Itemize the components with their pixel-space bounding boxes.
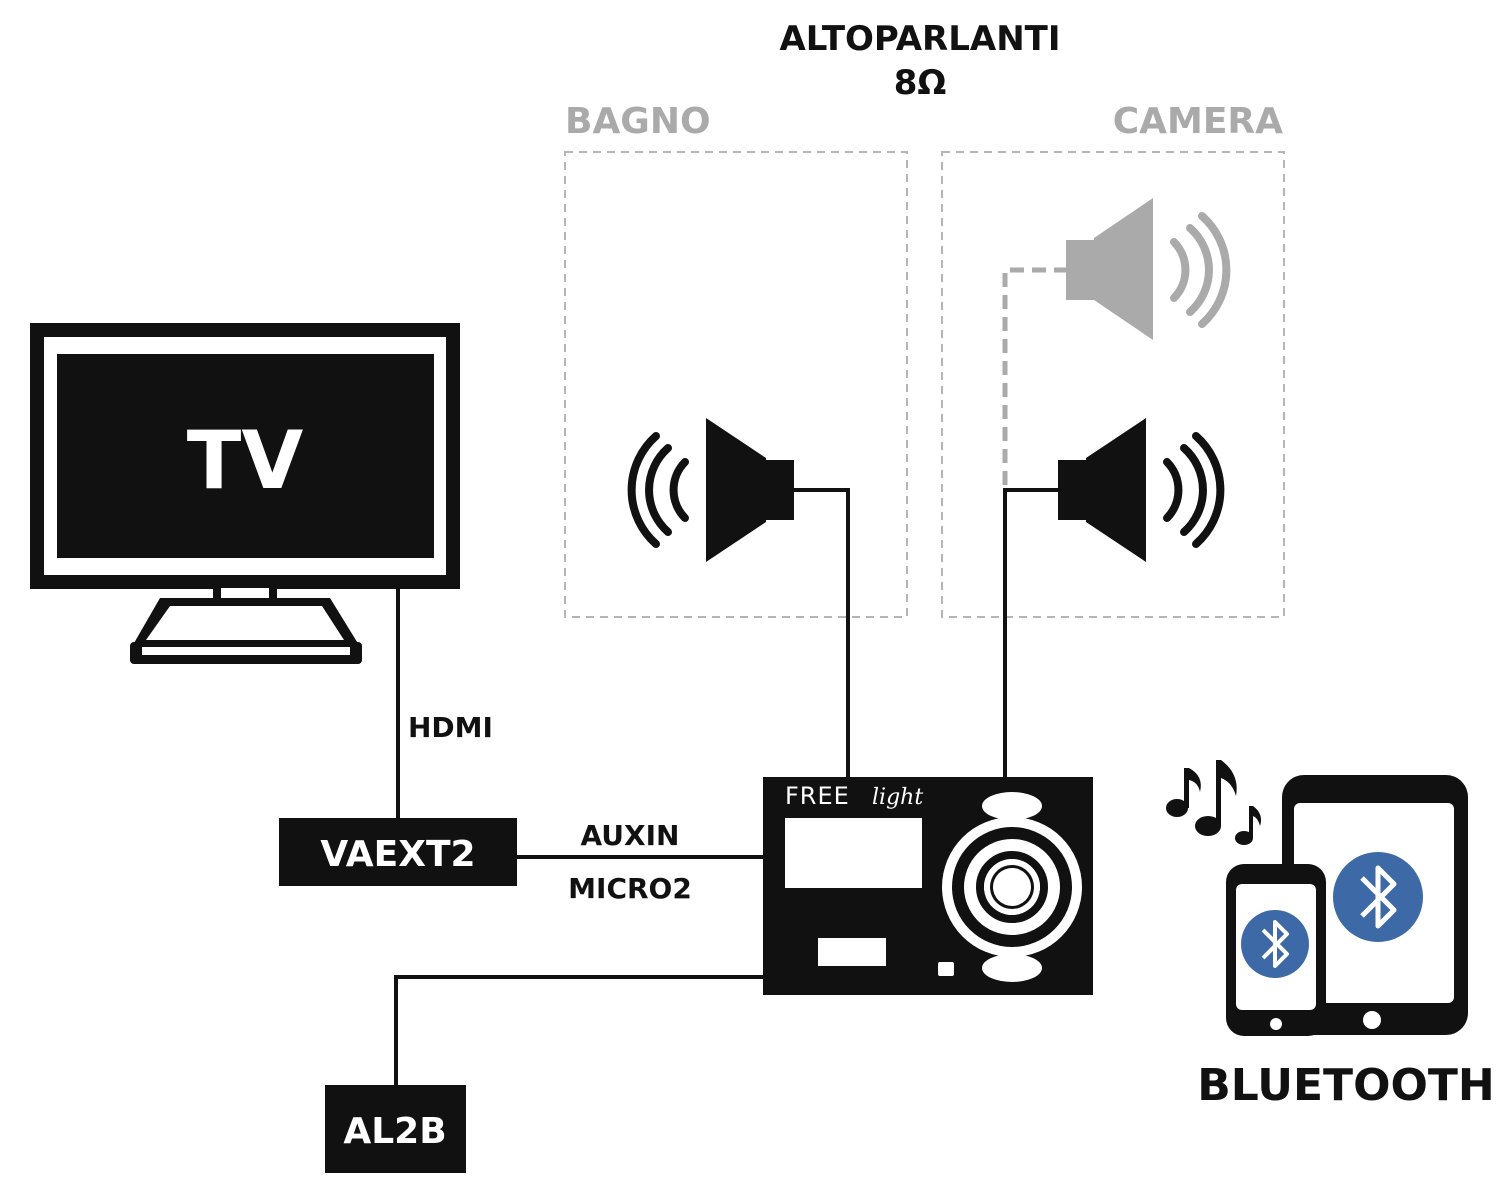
al2b-module: [325, 1085, 466, 1173]
hdmi-label: HDMI: [408, 711, 493, 744]
bluetooth-label: BLUETOOTH: [1197, 1060, 1494, 1111]
music-notes-icon: [1166, 760, 1262, 845]
diagram-title: ALTOPARLANTI: [779, 19, 1060, 59]
device-nav-pad: [942, 792, 1082, 982]
speaker-cable-bagno: [792, 488, 850, 778]
speaker-cable-camera: [1003, 488, 1060, 778]
device-brand-suffix: light: [872, 785, 923, 810]
bluetooth-icon: [1333, 852, 1423, 942]
vaext2-label: VAEXT2: [320, 834, 475, 875]
auxin-label: AUXIN: [581, 819, 680, 852]
vaext2-module: [279, 818, 517, 886]
device-display: [785, 818, 922, 888]
optional-speaker-icon: [1066, 198, 1231, 340]
device-led: [938, 962, 954, 976]
tv-label: TV: [187, 414, 304, 507]
freelight-amplifier: [763, 777, 1093, 995]
bluetooth-icon-phone: [1241, 910, 1309, 978]
micro2-label: MICRO2: [568, 872, 692, 905]
al2b-label: AL2B: [343, 1111, 446, 1152]
device-slot: [818, 938, 886, 966]
tv-icon: [30, 323, 460, 664]
speaker-icon-bagno: [627, 418, 794, 562]
speaker-icon-camera: [1058, 418, 1225, 562]
room-label-camera: CAMERA: [1113, 101, 1283, 142]
room-label-bagno: BAGNO: [565, 101, 711, 142]
room-box-camera: [941, 151, 1285, 618]
room-box-bagno: [564, 151, 908, 618]
power-cable: [394, 975, 763, 1086]
optional-speaker-cable: [1002, 267, 1068, 490]
impedance-label: 8Ω: [894, 63, 947, 103]
device-brand: FREE: [785, 782, 850, 810]
